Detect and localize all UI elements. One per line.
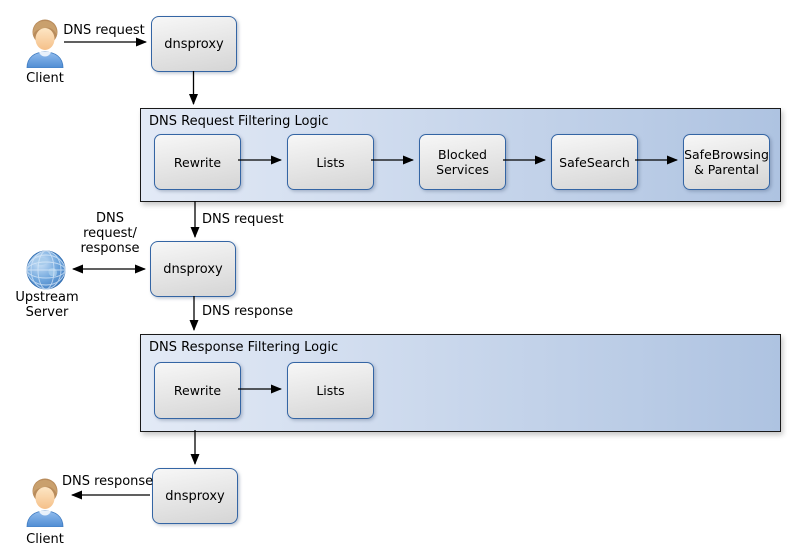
node-label-client-top: Client <box>26 71 64 86</box>
step-safebrowsing-parental: SafeBrowsing & Parental <box>683 134 770 190</box>
step-safesearch: SafeSearch <box>551 134 638 190</box>
edge-label-upstream-exchange: DNS request/ response <box>80 211 140 256</box>
step-blocked-services: Blocked Services <box>419 134 506 190</box>
node-label-upstream: Upstream Server <box>15 290 79 320</box>
step-lists-request: Lists <box>287 134 374 190</box>
edge-label-dns-request-top: DNS request <box>63 23 145 38</box>
edge-label-dns-response-bottom: DNS response <box>62 474 154 489</box>
container-response-filtering: DNS Response Filtering Logic Rewrite Lis… <box>140 334 781 432</box>
container-request-title: DNS Request Filtering Logic <box>149 114 329 129</box>
globe-icon <box>25 249 67 291</box>
container-request-filtering: DNS Request Filtering Logic Rewrite List… <box>140 108 781 202</box>
node-dnsproxy-bottom: dnsproxy <box>152 468 238 524</box>
node-dnsproxy-top: dnsproxy <box>151 16 237 72</box>
edge-label-dns-request-mid: DNS request <box>202 212 284 227</box>
step-rewrite-request: Rewrite <box>154 134 241 190</box>
node-label-client-bottom: Client <box>26 532 64 547</box>
node-dnsproxy-middle: dnsproxy <box>150 241 236 297</box>
step-lists-response: Lists <box>287 362 374 419</box>
client-icon <box>25 18 65 69</box>
edge-label-dns-response-mid: DNS response <box>202 304 294 319</box>
client-icon <box>25 477 65 528</box>
step-rewrite-response: Rewrite <box>154 362 241 419</box>
container-response-title: DNS Response Filtering Logic <box>149 340 339 355</box>
